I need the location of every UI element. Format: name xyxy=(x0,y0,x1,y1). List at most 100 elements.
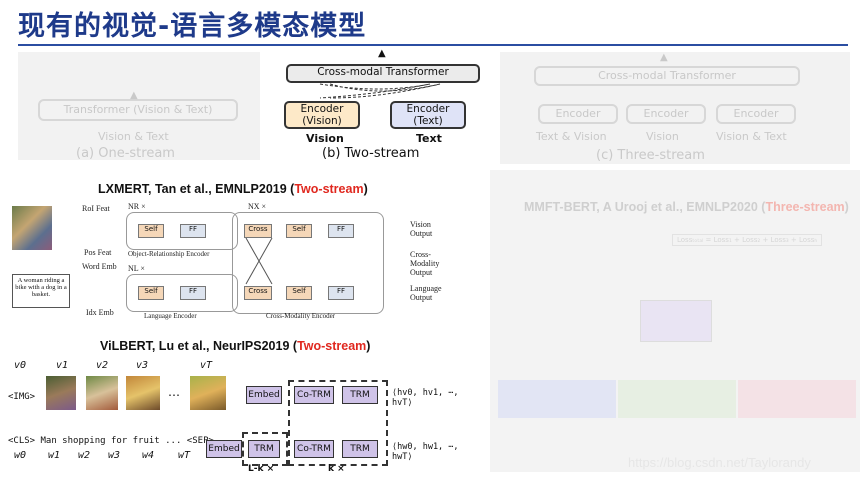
vilbert-lk-dashed-box xyxy=(242,432,288,466)
three-stream-panel: ▲ Cross-modal Transformer Encoder Encode… xyxy=(500,52,850,164)
vilbert-v2: v2 xyxy=(96,360,109,371)
lang-enc-label: Language Encoder xyxy=(144,312,197,320)
trm-bottom-box: TRM xyxy=(342,440,378,458)
roi-feat-label: RoI Feat xyxy=(82,204,110,213)
vilbert-text-tokens: <CLS> Man shopping for fruit ... <SEP> xyxy=(8,436,214,446)
three-stream-input-1: Text & Vision xyxy=(536,130,607,143)
img-token: <IMG> xyxy=(8,392,36,402)
pos-feat-label: Pos Feat xyxy=(84,248,112,257)
co-trm-top-box: Co-TRM xyxy=(294,386,334,404)
one-stream-panel: Transformer (Vision & Text) ▲ Vision & T… xyxy=(18,52,260,161)
lang-ff-box: FF xyxy=(180,286,206,300)
vision-input-label: Vision xyxy=(306,132,344,145)
three-stream-encoder-3: Encoder xyxy=(716,104,796,124)
vilbert-ellipsis: ⋯ xyxy=(168,388,180,402)
two-stream-links xyxy=(319,83,441,99)
mmft-panel: MMFT-BERT, A Urooj et al., EMNLP2020 (Th… xyxy=(490,170,860,472)
idx-emb-label: Idx Emb xyxy=(86,308,114,317)
vilbert-vT: vT xyxy=(200,360,213,371)
cm-ff-top-box: FF xyxy=(328,224,354,238)
embed-text-box: Embed xyxy=(206,440,242,458)
mmft-bottom-band-1 xyxy=(498,380,616,418)
two-stream-cross-box: Cross-modal Transformer xyxy=(286,64,480,83)
vilbert-w1: w1 xyxy=(48,450,61,461)
one-stream-arrow: ▲ xyxy=(130,90,138,101)
obj-ff-box: FF xyxy=(180,224,206,238)
lxmert-title-main: LXMERT, Tan et al., EMNLP2019 ( xyxy=(98,182,295,196)
cross-links xyxy=(245,238,273,285)
vilbert-image-T xyxy=(190,376,226,410)
lxmert-title-tag: Two-stream xyxy=(294,182,364,196)
k-label: k × xyxy=(328,464,345,474)
co-trm-bottom-box: Co-TRM xyxy=(294,440,334,458)
vilbert-w3: w3 xyxy=(108,450,121,461)
out-v-label: ⟨hv0, hv1, ⋯, hvT⟩ xyxy=(392,388,459,408)
trm-lk-box: TRM xyxy=(248,440,280,458)
vilbert-image-2 xyxy=(86,376,118,410)
vilbert-title-end: ) xyxy=(366,339,371,353)
three-stream-input-3: Vision & Text xyxy=(716,130,787,143)
vilbert-title-tag: Two-stream xyxy=(297,339,367,353)
vilbert-v1: v1 xyxy=(56,360,69,371)
nx-label: NX × xyxy=(248,202,267,211)
vilbert-k-dashed-box xyxy=(288,380,388,466)
vilbert-title-main: ViLBERT, Lu et al., NeurIPS2019 ( xyxy=(100,339,298,353)
vilbert-w4: w4 xyxy=(142,450,155,461)
language-output-label: Language Output xyxy=(410,284,442,302)
vilbert-image-1 xyxy=(46,376,76,410)
three-stream-input-2: Vision xyxy=(646,130,679,143)
vilbert-image-3 xyxy=(126,376,160,410)
lxmert-title: LXMERT, Tan et al., EMNLP2019 (Two-strea… xyxy=(98,182,368,196)
vilbert-title: ViLBERT, Lu et al., NeurIPS2019 (Two-str… xyxy=(100,339,370,353)
cross-top-box: Cross xyxy=(244,224,272,238)
three-stream-encoder-2: Encoder xyxy=(626,104,706,124)
nr-label: NR × xyxy=(128,202,146,211)
mmft-title-end: ) xyxy=(844,200,849,214)
out-w-label: ⟨hw0, hw1, ⋯, hwT⟩ xyxy=(392,442,459,462)
lxmert-text-input: A woman riding a bike with a dog in a ba… xyxy=(12,274,70,308)
vilbert-w0: w0 xyxy=(14,450,27,461)
trm-top-box: TRM xyxy=(342,386,378,404)
encoder-vision-box: Encoder (Vision) xyxy=(284,101,360,129)
vilbert-v0: v0 xyxy=(14,360,27,371)
lxmert-input-image xyxy=(12,206,52,250)
lk-label: L-k × xyxy=(248,464,275,474)
vilbert-v3: v3 xyxy=(136,360,149,371)
mmft-bottom-band-3 xyxy=(738,380,856,418)
three-stream-top-arrow: ▲ xyxy=(660,52,668,63)
mmft-title-main: MMFT-BERT, A Urooj et al., EMNLP2020 ( xyxy=(524,200,766,214)
cm-self-top-box: Self xyxy=(286,224,312,238)
lang-self-box: Self xyxy=(138,286,164,300)
encoder-text-box: Encoder (Text) xyxy=(390,101,466,129)
two-stream-caption: (b) Two-stream xyxy=(322,146,420,161)
cm-enc-label: Cross-Modality Encoder xyxy=(266,312,336,320)
lxmert-diagram: A woman riding a bike with a dog in a ba… xyxy=(10,200,450,326)
lxmert-title-end: ) xyxy=(363,182,368,196)
mmft-fusion-box xyxy=(640,300,712,342)
vilbert-w2: w2 xyxy=(78,450,91,461)
two-stream-panel: ▲ Cross-modal Transformer Encoder (Visio… xyxy=(270,48,492,162)
cm-ff-bottom-box: FF xyxy=(328,286,354,300)
title-divider xyxy=(18,44,848,46)
vilbert-diagram: v0 v1 v2 v3 vT <IMG> ⋯ Embed Co-TRM TRM … xyxy=(2,358,472,480)
language-encoder-box xyxy=(126,274,238,312)
obj-enc-label: Object-Relationship Encoder xyxy=(128,250,210,258)
one-stream-caption: (a) One-stream xyxy=(76,146,175,161)
page-title: 现有的视觉-语言多模态模型 xyxy=(18,11,367,42)
two-stream-top-arrow: ▲ xyxy=(378,48,386,59)
vision-output-label: Vision Output xyxy=(410,220,433,238)
cross-modality-encoder-box xyxy=(232,212,384,314)
mmft-bottom-band-2 xyxy=(618,380,736,418)
one-stream-transformer-box: Transformer (Vision & Text) xyxy=(38,99,238,121)
nl-label: NL × xyxy=(128,264,145,273)
mmft-loss-formula: Lossₜₒₜₐₗ = Loss₁ + Loss₂ + Loss₃ + Loss… xyxy=(672,234,823,246)
cross-modality-output-label: Cross-Modality Output xyxy=(410,250,440,277)
watermark-text: https://blog.csdn.net/Taylorandy xyxy=(628,455,811,470)
three-stream-encoder-1: Encoder xyxy=(538,104,618,124)
text-input-label: Text xyxy=(416,132,442,145)
mmft-title: MMFT-BERT, A Urooj et al., EMNLP2020 (Th… xyxy=(524,200,849,214)
three-stream-caption: (c) Three-stream xyxy=(596,148,705,163)
vilbert-wT: wT xyxy=(178,450,191,461)
obj-self-box: Self xyxy=(138,224,164,238)
one-stream-input: Vision & Text xyxy=(98,130,169,143)
